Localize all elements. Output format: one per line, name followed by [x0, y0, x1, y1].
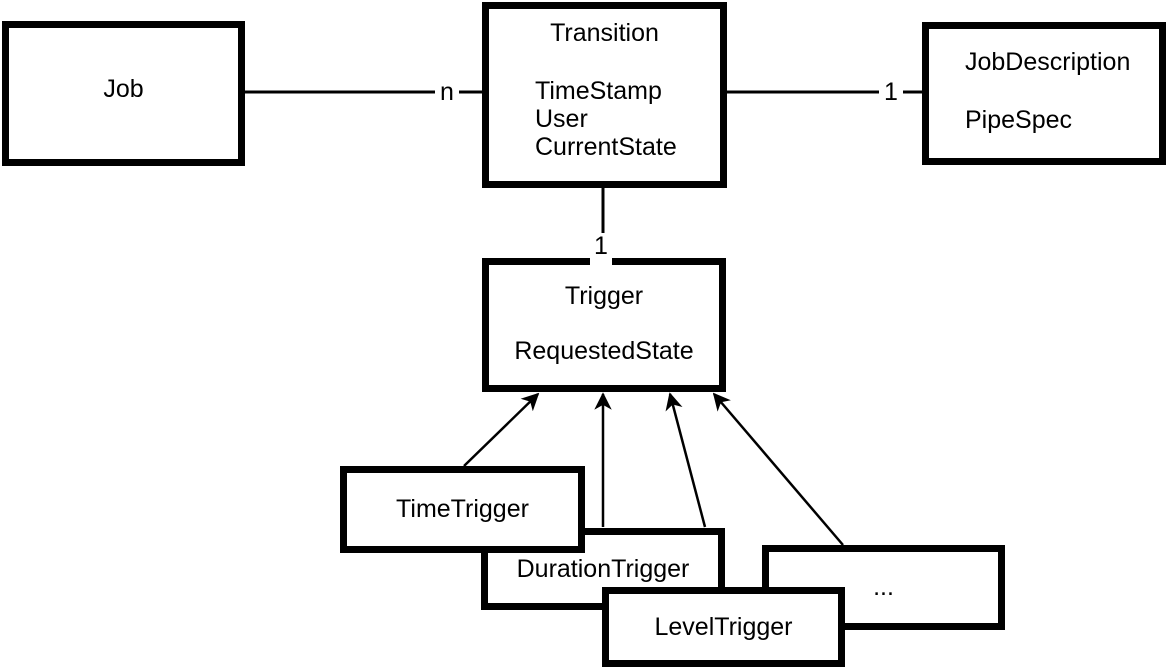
class-box-job: Job — [2, 21, 245, 166]
class-box-jobdescription: JobDescription PipeSpec — [922, 22, 1166, 165]
class-attribute-user: User — [535, 105, 588, 133]
class-box-timetrigger: TimeTrigger — [340, 466, 585, 553]
class-title-trigger: Trigger — [564, 282, 644, 310]
class-box-leveltrigger: LevelTrigger — [602, 587, 845, 667]
class-title-durationtrigger: DurationTrigger — [516, 554, 690, 583]
inheritance-arrow-more-triggers — [712, 392, 844, 546]
class-title-jobdescription: JobDescription — [965, 48, 1131, 76]
class-box-trigger: Trigger RequestedState — [482, 258, 726, 392]
multiplicity-label-1-jobdescription: 1 — [879, 78, 903, 106]
inheritance-arrow-timetrigger — [463, 392, 540, 467]
class-title-timetrigger: TimeTrigger — [396, 495, 529, 523]
multiplicity-label-1-trigger: 1 — [590, 233, 612, 266]
class-box-transition: Transition TimeStamp User CurrentState — [482, 2, 727, 188]
class-title-job: Job — [103, 75, 144, 103]
inheritance-arrow-leveltrigger — [665, 392, 707, 528]
multiplicity-label-n: n — [435, 78, 459, 106]
class-title-leveltrigger: LevelTrigger — [654, 612, 793, 641]
class-title-more-triggers: ... — [873, 573, 894, 601]
class-attribute-currentstate: CurrentState — [535, 133, 677, 161]
class-attribute-pipespec: PipeSpec — [965, 106, 1073, 134]
class-attribute-timestamp: TimeStamp — [535, 77, 662, 105]
class-attribute-requestedstate: RequestedState — [514, 337, 694, 365]
class-title-transition: Transition — [550, 19, 659, 47]
